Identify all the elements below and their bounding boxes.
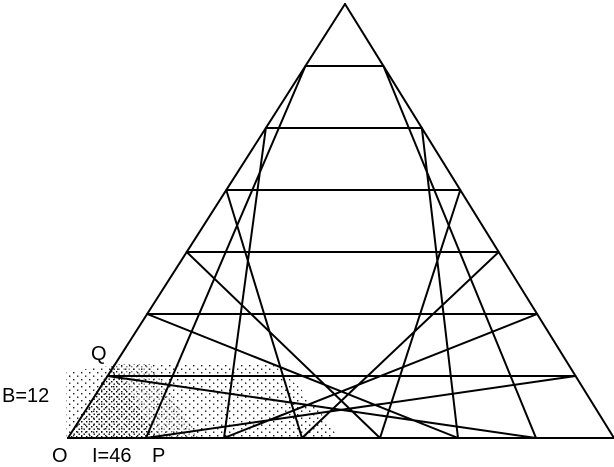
grid-line-falling	[67, 3, 346, 439]
grid-line-falling	[146, 313, 459, 439]
label-boundary-count: B=12	[2, 385, 49, 407]
grid-line-falling	[223, 127, 267, 439]
triangle-grid	[67, 3, 614, 439]
label-interior-count: I=46	[92, 445, 131, 467]
grid-line-falling	[225, 189, 303, 439]
label-origin: O	[52, 445, 68, 467]
grid-line-rising	[223, 313, 539, 439]
label-q: Q	[91, 343, 107, 365]
grid-line-rising	[379, 189, 462, 439]
grid-line-falling	[185, 251, 381, 439]
label-p: P	[152, 445, 165, 467]
grid-line-rising	[145, 375, 577, 439]
stippled-strip-near-q	[113, 364, 200, 438]
grid-line-rising	[382, 65, 537, 439]
label-group: Q B=12 O I=46 P	[2, 343, 165, 467]
stippled-triangle-opq	[68, 364, 158, 438]
grid-line-rising	[420, 127, 459, 439]
grid-line-falling	[106, 375, 537, 439]
grid-line-rising	[301, 251, 500, 439]
grid-line-rising	[344, 3, 614, 439]
